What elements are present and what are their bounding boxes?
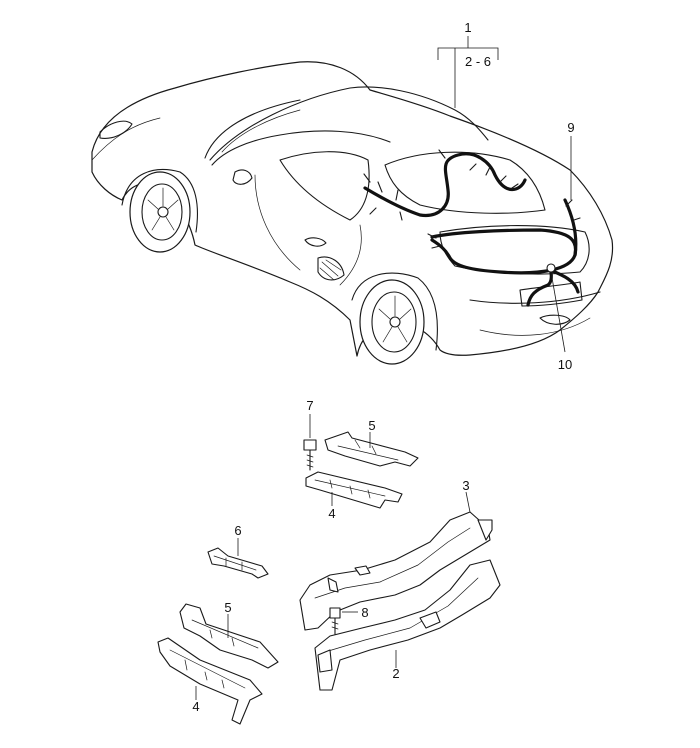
part-5-upper-bracket: 5 [324,418,419,467]
callout-group-car: 1 2 - 6 9 10 [437,20,575,372]
callout-8: 8 [361,605,368,620]
wiring-harness [363,149,581,307]
part-2-channel: 2 [314,559,501,691]
callout-5-upper: 5 [368,418,375,433]
part-7-bolt: 7 [303,398,317,471]
callout-1: 1 [464,20,471,35]
callout-4-upper: 4 [328,506,335,521]
part-8-bolt: 8 [329,605,369,635]
callout-9: 9 [567,120,574,135]
callout-10: 10 [558,357,572,372]
part-4-upper-rail: 4 [305,471,403,521]
callout-2: 2 [392,666,399,681]
part-5-lower-bracket: 5 [179,600,279,669]
part-4-lower-rail: 4 [157,637,263,725]
part-6-bracket: 6 [207,523,269,579]
callout-3: 3 [462,478,469,493]
callout-5-lower: 5 [224,600,231,615]
car-illustration [91,61,614,365]
callout-2-6: 2 - 6 [465,54,491,69]
callout-4-lower: 4 [192,699,199,714]
callout-6: 6 [234,523,241,538]
callout-7: 7 [306,398,313,413]
